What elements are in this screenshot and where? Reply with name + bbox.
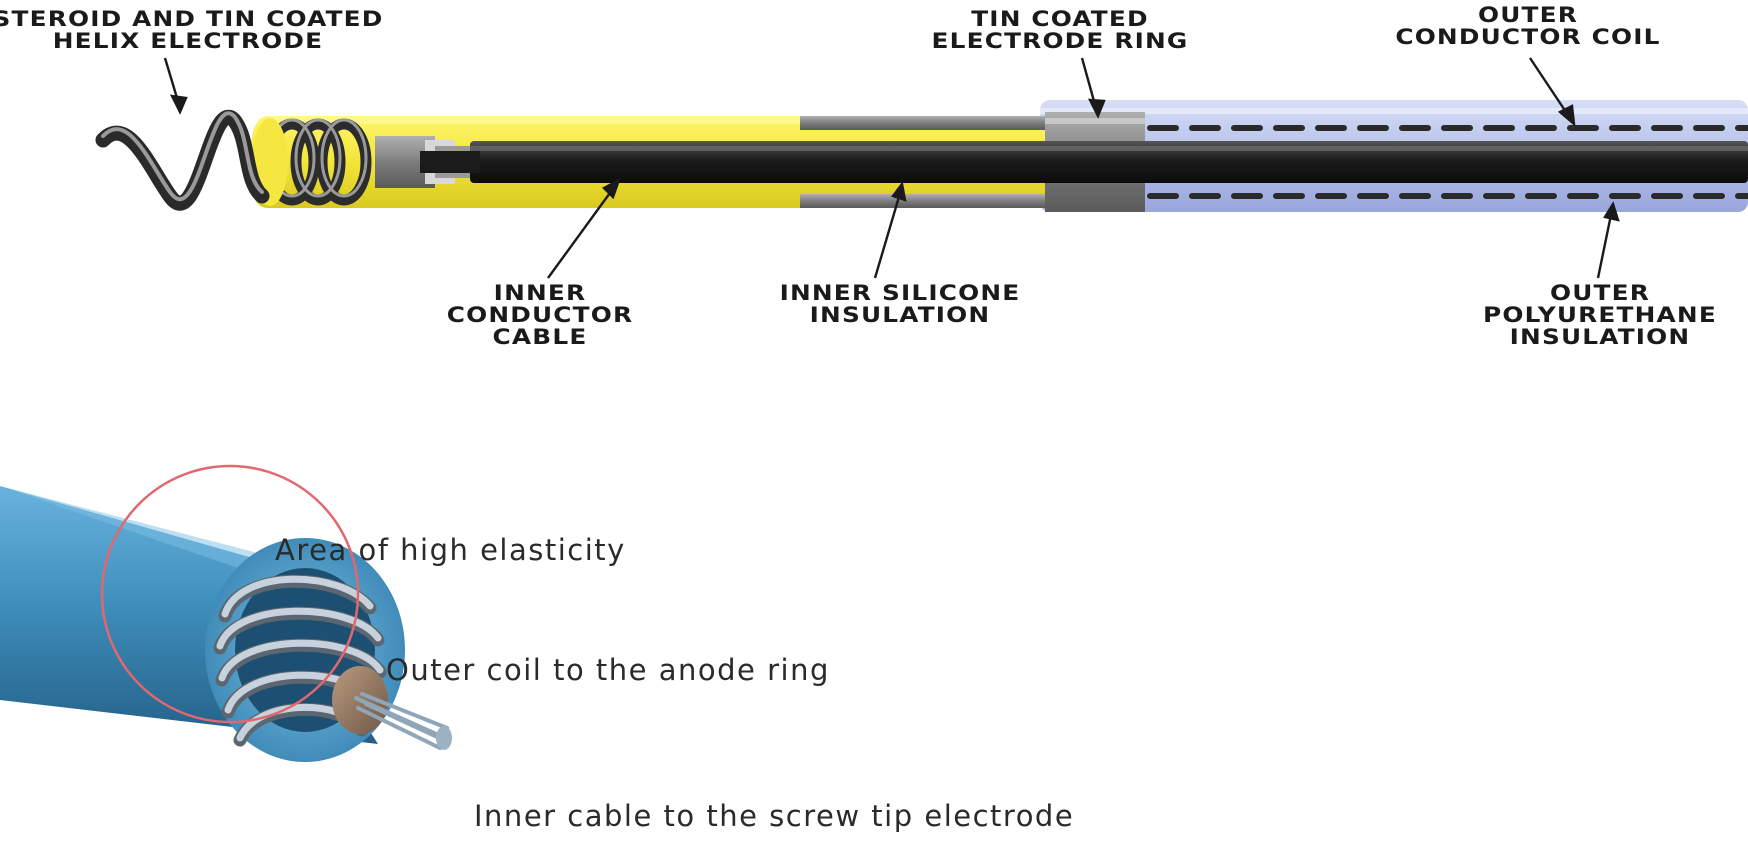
inner-conductor-cable: [470, 141, 1748, 183]
label-outer-coil-anode-ring: Outer coil to the anode ring: [386, 653, 830, 687]
label-inner-silicone-insulation: INNER SILICONE INSULATION: [779, 281, 1021, 327]
high-elasticity-circle: [100, 464, 360, 724]
helix-electrode-tip: [95, 109, 270, 211]
label-area-high-elasticity: Area of high elasticity: [275, 533, 626, 567]
label-inner-cable-screw-tip: Inner cable to the screw tip electrode: [474, 799, 1075, 833]
lead-cross-section: [95, 57, 1748, 279]
label-helix-electrode: STEROID AND TIN COATED HELIX ELECTRODE: [0, 7, 384, 53]
inner-stranded-conductor: [354, 692, 450, 750]
label-outer-polyurethane-insulation: OUTER POLYURETHANE INSULATION: [1483, 281, 1717, 349]
outer-conductor-coil: [1147, 125, 1748, 199]
label-electrode-ring: TIN COATED ELECTRODE RING: [931, 7, 1189, 53]
cable-3d-illustration: [0, 464, 452, 762]
label-inner-conductor-cable: INNER CONDUCTOR CABLE: [446, 281, 634, 349]
label-outer-conductor-coil: OUTER CONDUCTOR COIL: [1395, 3, 1661, 49]
